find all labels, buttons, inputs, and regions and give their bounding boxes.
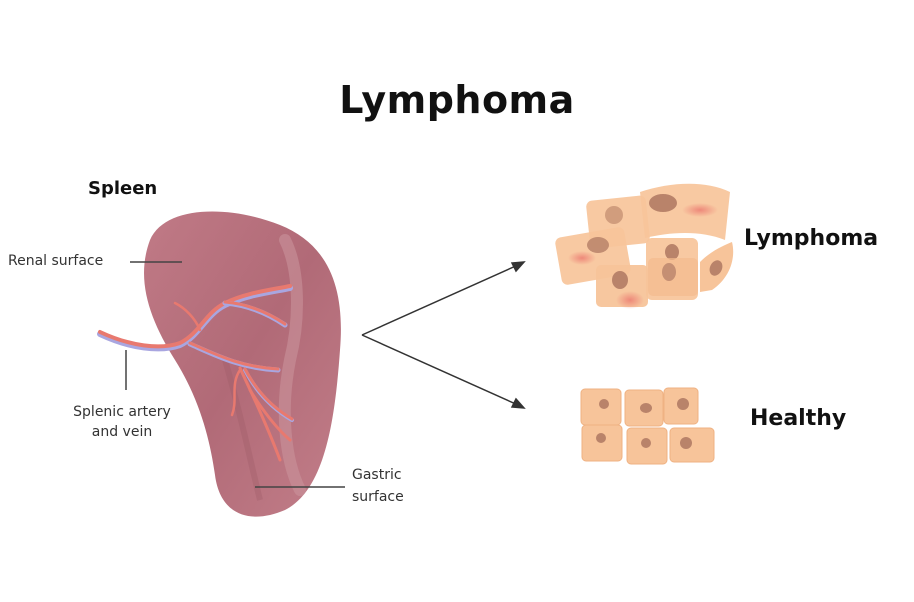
arrow-head-lymphoma bbox=[510, 261, 526, 273]
page-title: Lymphoma bbox=[339, 78, 575, 122]
healthy-cells-label: Healthy bbox=[750, 406, 847, 431]
arrow-to-lymphoma bbox=[361, 264, 519, 336]
splenic-artery-label-line1: Splenic artery bbox=[73, 404, 171, 420]
renal-surface-label: Renal surface bbox=[8, 253, 104, 269]
arrows bbox=[361, 261, 526, 409]
splenic-vessels bbox=[97, 284, 294, 462]
gastric-surface-label-line2: surface bbox=[352, 489, 404, 505]
healthy-cells bbox=[580, 387, 715, 465]
leader-lines bbox=[125, 261, 345, 488]
splenic-artery-label: Splenic artery and vein bbox=[62, 402, 182, 442]
gastric-surface-label-line1: Gastric bbox=[352, 467, 402, 483]
lymphoma-cells-label: Lymphoma bbox=[744, 226, 879, 251]
arrow-head-healthy bbox=[510, 397, 526, 409]
spleen-heading: Spleen bbox=[88, 178, 158, 199]
arrow-to-healthy bbox=[361, 334, 519, 406]
gastric-surface-label: Gastric surface bbox=[352, 464, 404, 508]
lymphoma-cells bbox=[555, 183, 734, 309]
splenic-artery-label-line2: and vein bbox=[91, 424, 153, 440]
